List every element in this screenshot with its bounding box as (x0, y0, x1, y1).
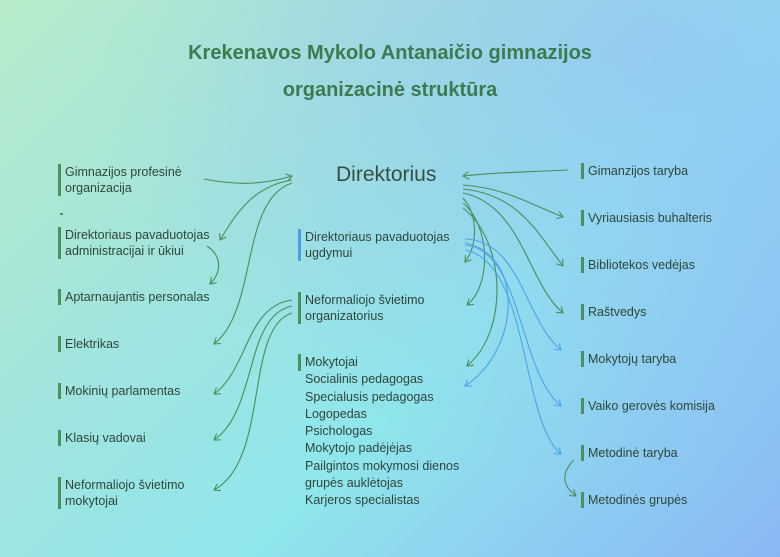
link-director-to-bibliotekos (462, 188, 563, 266)
node-pav-ugdymui-line-2: ugdymui (305, 246, 353, 260)
link-neform-to-neform-mokytojai (214, 312, 293, 490)
node-elektrikas-line-1: Elektrikas (65, 337, 120, 351)
link-neform-to-parlamentas (214, 299, 293, 394)
link-director-to-pav-admin (220, 179, 293, 240)
node-aptarnaujantis: Aptarnaujantis personalas (58, 289, 210, 305)
link-ugdymui-to-staff (465, 242, 509, 386)
node-neform-org-line-2: organizatorius (305, 309, 384, 323)
page-title-line-2: organizacinė struktūra (282, 79, 498, 101)
node-staff-list-rest: Socialinis pedagogas Specialusis pedagog… (298, 371, 459, 509)
link-director-to-pav-ugdymui (462, 197, 476, 262)
node-mokytoju-taryba-line-1: Mokytojų taryba (588, 352, 677, 366)
link-director-to-elektrikas (214, 182, 293, 344)
staff-item: Socialinis pedagogas (305, 372, 424, 387)
node-mokytoju-taryba: Mokytojų taryba (581, 351, 676, 367)
node-parlamentas-line-1: Mokinių parlamentas (65, 384, 181, 398)
node-aptarnaujantis-line-1: Aptarnaujantis personalas (65, 290, 210, 304)
node-profesine-line-2: organizacija (65, 181, 132, 195)
node-director: Direktorius (336, 163, 437, 186)
node-gerove-line-1: Vaiko gerovės komisija (588, 399, 715, 413)
node-gerove: Vaiko gerovės komisija (581, 398, 715, 414)
node-pav-admin: Direktoriaus pavaduotojas administracija… (58, 227, 210, 259)
node-vadovai-line-1: Klasių vadovai (65, 431, 146, 445)
node-pav-ugdymui-line-1: Direktoriaus pavaduotojas (305, 230, 450, 244)
node-rastvedys: Raštvedys (581, 304, 646, 320)
node-staff-list: Mokytojai (298, 354, 358, 372)
link-pav-admin-to-aptarnaujantis (206, 245, 220, 284)
decorative-dot (60, 213, 63, 215)
node-profesine: Gimnazijos profesinė organizacija (58, 164, 182, 196)
node-bibliotekos-line-1: Bibliotekos vedėjas (588, 258, 696, 272)
node-metodine-taryba: Metodinė taryba (581, 445, 678, 461)
link-metodine-to-grupes (564, 459, 576, 496)
staff-item: Pailgintos mokymosi dienos (305, 458, 460, 473)
link-director-to-profesine (203, 176, 292, 184)
node-parlamentas: Mokinių parlamentas (58, 383, 180, 399)
staff-item: Specialusis pedagogas (305, 389, 434, 404)
staff-item: Karjeros specialistas (305, 493, 420, 508)
node-rastvedys-line-1: Raštvedys (588, 305, 647, 319)
link-taryba-to-director (463, 169, 569, 176)
link-neform-to-vadovai (214, 305, 293, 440)
node-metodines-grupes-line-1: Metodinės grupės (588, 493, 688, 507)
link-ugdymui-to-gerove (464, 244, 561, 406)
link-director-to-rastvedys (462, 192, 563, 313)
staff-item: Mokytojai (305, 355, 358, 369)
link-director-to-mokytojai (462, 207, 498, 366)
node-pav-ugdymui: Direktoriaus pavaduotojas ugdymui (298, 229, 450, 261)
node-taryba: Gimanzijos taryba (581, 163, 688, 179)
node-metodines-grupes: Metodinės grupės (581, 492, 687, 508)
staff-item: Logopedas (305, 406, 367, 421)
node-neform-org: Neformaliojo švietimo organizatorius (298, 292, 424, 324)
node-profesine-line-1: Gimnazijos profesinė (65, 165, 182, 179)
link-director-to-buhalteris (462, 184, 563, 217)
node-neform-mokytojai: Neformaliojo švietimo mokytojai (58, 477, 184, 509)
link-ugdymui-to-metodine-taryba (464, 249, 561, 454)
node-metodine-taryba-line-1: Metodinė taryba (588, 446, 678, 460)
node-taryba-line-1: Gimanzijos taryba (588, 164, 689, 178)
staff-item: Psichologas (305, 424, 373, 439)
page-title-line-1: Krekenavos Mykolo Antanaičio gimnazijos (188, 42, 592, 64)
node-buhalteris: Vyriausiasis buhalteris (581, 210, 712, 226)
node-bibliotekos: Bibliotekos vedėjas (581, 257, 695, 273)
node-pav-admin-line-1: Direktoriaus pavaduotojas (65, 228, 210, 242)
node-buhalteris-line-1: Vyriausiasis buhalteris (588, 211, 712, 225)
node-neform-mokytojai-line-2: mokytojai (65, 494, 118, 508)
node-neform-org-line-1: Neformaliojo švietimo (305, 293, 425, 307)
node-elektrikas: Elektrikas (58, 336, 119, 352)
node-vadovai: Klasių vadovai (58, 430, 146, 446)
staff-item: grupės auklėtojas (305, 476, 403, 491)
node-pav-admin-line-2: administracijai ir ūkiui (65, 244, 184, 258)
link-ugdymui-to-mokytoju-taryba (464, 238, 561, 350)
link-director-to-neform-org (462, 202, 486, 305)
node-neform-mokytojai-line-1: Neformaliojo švietimo (65, 478, 185, 492)
staff-item: Mokytojo padėjėjas (305, 441, 413, 456)
